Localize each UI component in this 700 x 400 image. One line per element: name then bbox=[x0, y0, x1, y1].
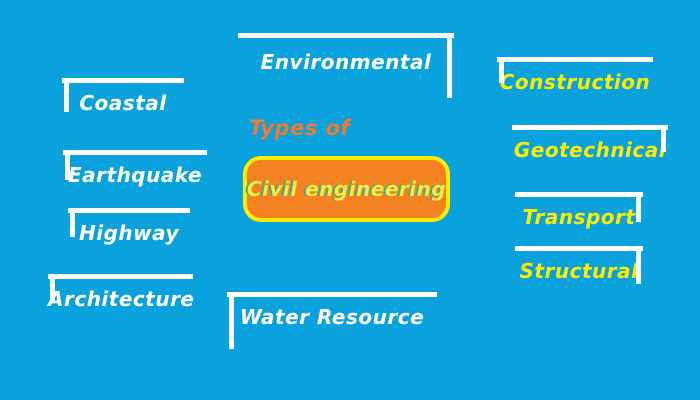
node-label: Structural bbox=[519, 259, 639, 283]
center-topic-label: Civil engineering bbox=[246, 177, 447, 201]
connector-hline bbox=[63, 150, 207, 155]
connector-vline bbox=[636, 192, 641, 222]
connector-hline bbox=[515, 246, 643, 251]
node-label: Coastal bbox=[79, 91, 167, 115]
node-label: Environmental bbox=[260, 50, 432, 74]
node-architecture: Architecture bbox=[48, 274, 195, 311]
node-label: Transport bbox=[522, 205, 636, 229]
node-transport: Transport bbox=[515, 192, 643, 229]
connector-vline bbox=[64, 78, 69, 112]
node-construction: Construction bbox=[497, 57, 653, 94]
node-highway: Highway bbox=[68, 208, 190, 245]
connector-vline bbox=[229, 292, 234, 349]
node-label: Construction bbox=[499, 70, 651, 94]
connector-vline bbox=[70, 208, 75, 237]
connector-vline bbox=[636, 246, 641, 284]
node-label: Geotechnical bbox=[513, 138, 667, 162]
connector-vline bbox=[65, 150, 70, 180]
connector-vline bbox=[50, 274, 55, 302]
connector-hline bbox=[48, 274, 193, 279]
node-label: Architecture bbox=[48, 287, 195, 311]
node-coastal: Coastal bbox=[62, 78, 184, 115]
connector-hline bbox=[238, 33, 454, 38]
node-earthquake: Earthquake bbox=[63, 150, 207, 187]
node-label: Highway bbox=[78, 221, 180, 245]
connector-hline bbox=[227, 292, 437, 297]
node-structural: Structural bbox=[515, 246, 643, 284]
node-water-resource: Water Resource bbox=[227, 292, 437, 349]
node-environmental: Environmental bbox=[238, 33, 454, 98]
center-topic-box: Civil engineering bbox=[243, 156, 450, 222]
connector-hline bbox=[512, 125, 668, 130]
connector-vline bbox=[447, 33, 452, 98]
node-label: Earthquake bbox=[67, 163, 203, 187]
center-eyebrow-label: Types of bbox=[249, 116, 351, 140]
connector-hline bbox=[62, 78, 184, 83]
node-label: Water Resource bbox=[239, 305, 425, 329]
connector-hline bbox=[515, 192, 643, 197]
connector-vline bbox=[661, 125, 666, 152]
node-geotechnical: Geotechnical bbox=[512, 125, 668, 162]
connector-hline bbox=[68, 208, 190, 213]
connector-hline bbox=[497, 57, 653, 62]
connector-vline bbox=[499, 57, 504, 83]
